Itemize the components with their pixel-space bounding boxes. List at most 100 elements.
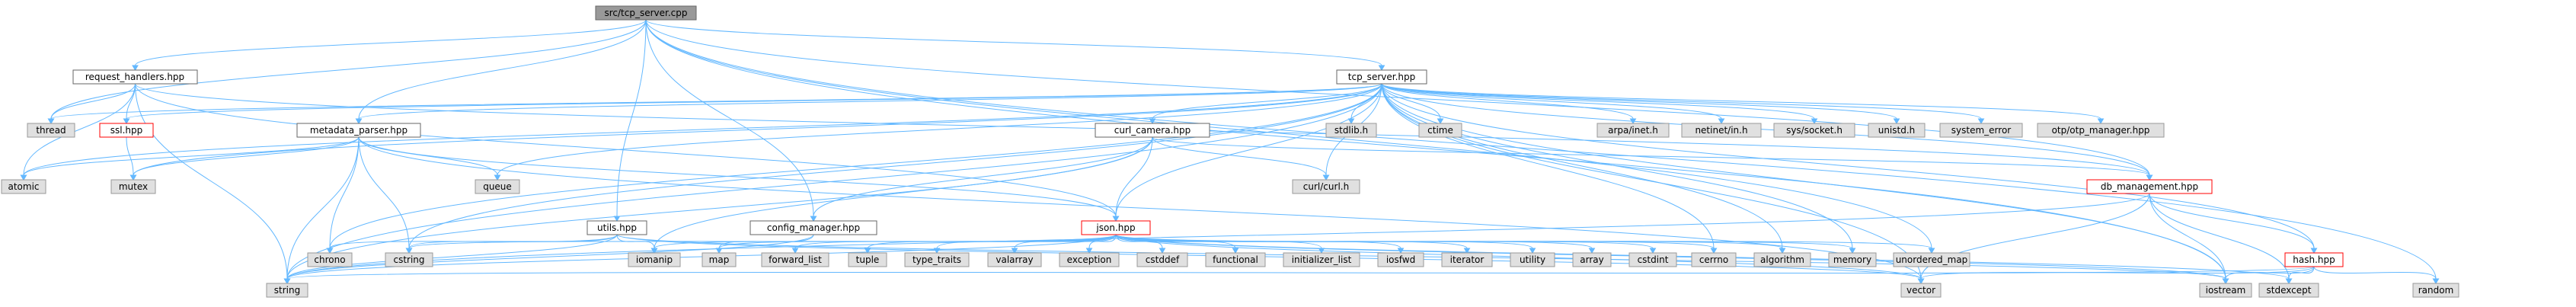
edge-tcp_server_hpp-to-system_error bbox=[1381, 83, 1985, 124]
node-netinet-in-h[interactable]: netinet/in.h bbox=[1681, 123, 1762, 138]
node-mutex[interactable]: mutex bbox=[110, 179, 156, 194]
svg-text:unistd.h: unistd.h bbox=[1878, 125, 1916, 136]
svg-text:tcp_server.hpp: tcp_server.hpp bbox=[1348, 72, 1415, 82]
node-array[interactable]: array bbox=[1572, 252, 1612, 267]
svg-text:iosfwd: iosfwd bbox=[1386, 254, 1415, 265]
node-unistd-h[interactable]: unistd.h bbox=[1868, 123, 1926, 138]
edge-curl_camera_hpp-to-db_management_hpp bbox=[1152, 136, 2153, 181]
svg-text:iostream: iostream bbox=[2206, 285, 2246, 296]
svg-text:arpa/inet.h: arpa/inet.h bbox=[1608, 125, 1658, 136]
edge-tcp_server_hpp-to-ctime bbox=[1381, 83, 1444, 124]
node-tcp-server-cpp[interactable]: src/tcp_server.cpp bbox=[595, 5, 697, 21]
node-utility[interactable]: utility bbox=[1510, 252, 1555, 267]
node-thread[interactable]: thread bbox=[27, 123, 75, 138]
node-chrono[interactable]: chrono bbox=[307, 252, 353, 267]
node-json-hpp[interactable]: json.hpp bbox=[1081, 220, 1151, 235]
svg-text:tuple: tuple bbox=[856, 254, 880, 265]
node-valarray[interactable]: valarray bbox=[987, 252, 1042, 267]
svg-text:queue: queue bbox=[483, 181, 512, 192]
svg-text:type_traits: type_traits bbox=[912, 254, 961, 265]
node-iomanip[interactable]: iomanip bbox=[628, 252, 681, 267]
node-ssl-hpp[interactable]: ssl.hpp bbox=[99, 123, 154, 138]
edge-hash_hpp-to-random bbox=[2313, 266, 2440, 284]
node-metadata-parser-hpp[interactable]: metadata_parser.hpp bbox=[296, 123, 421, 138]
node-iostream[interactable]: iostream bbox=[2199, 283, 2252, 298]
node-config-manager-hpp[interactable]: config_manager.hpp bbox=[749, 220, 877, 235]
svg-text:chrono: chrono bbox=[314, 254, 345, 265]
edge-tcp_server_hpp-to-netinet_in_h bbox=[1381, 83, 1725, 124]
edge-tcp_server_hpp-to-metadata_parser_hpp bbox=[355, 83, 1382, 124]
node-cstring[interactable]: cstring bbox=[385, 252, 433, 267]
node-hash-hpp[interactable]: hash.hpp bbox=[2284, 252, 2344, 267]
svg-text:stdlib.h: stdlib.h bbox=[1334, 125, 1368, 136]
node-random[interactable]: random bbox=[2412, 283, 2459, 298]
svg-text:vector: vector bbox=[1906, 285, 1935, 296]
edge-tcp_server_cpp-to-request_handlers_hpp bbox=[132, 19, 647, 71]
node-initializer-list[interactable]: initializer_list bbox=[1283, 252, 1360, 267]
svg-text:ctime: ctime bbox=[1427, 125, 1453, 136]
svg-text:cerrno: cerrno bbox=[1699, 254, 1728, 265]
node-db-management-hpp[interactable]: db_management.hpp bbox=[2086, 179, 2213, 194]
edge-json_hpp-to-forward_list bbox=[791, 234, 1117, 254]
node-string[interactable]: string bbox=[266, 283, 308, 298]
node-stdexcept[interactable]: stdexcept bbox=[2258, 283, 2319, 298]
svg-text:metadata_parser.hpp: metadata_parser.hpp bbox=[310, 125, 407, 136]
node-utils-hpp[interactable]: utils.hpp bbox=[586, 220, 647, 235]
svg-text:mutex: mutex bbox=[119, 181, 148, 192]
svg-text:exception: exception bbox=[1067, 254, 1112, 265]
node-cstdint[interactable]: cstdint bbox=[1628, 252, 1677, 267]
edge-utils_hpp-to-iomanip bbox=[616, 234, 658, 254]
edge-curl_camera_hpp-to-json_hpp bbox=[1112, 136, 1153, 222]
edge-tcp_server_hpp-to-sys_socket_h bbox=[1381, 83, 1818, 124]
node-stdlib-h[interactable]: stdlib.h bbox=[1325, 123, 1377, 138]
node-iterator[interactable]: iterator bbox=[1441, 252, 1493, 267]
edge-metadata_parser_hpp-to-atomic bbox=[20, 136, 360, 181]
node-cerrno[interactable]: cerrno bbox=[1691, 252, 1737, 267]
node-forward-list[interactable]: forward_list bbox=[761, 252, 829, 267]
edge-tcp_server_hpp-to-otp_manager_hpp bbox=[1381, 83, 2105, 124]
edge-json_hpp-to-unordered_map bbox=[1115, 234, 1935, 254]
node-curl-curl-h[interactable]: curl/curl.h bbox=[1292, 179, 1360, 194]
svg-text:hash.hpp: hash.hpp bbox=[2293, 254, 2335, 265]
node-sys-socket-h[interactable]: sys/socket.h bbox=[1773, 123, 1855, 138]
node-tcp-server-hpp[interactable]: tcp_server.hpp bbox=[1336, 69, 1427, 85]
node-exception[interactable]: exception bbox=[1059, 252, 1120, 267]
node-request-handlers-hpp[interactable]: request_handlers.hpp bbox=[72, 69, 198, 85]
edge-tcp_server_hpp-to-cstring bbox=[405, 83, 1382, 254]
node-memory[interactable]: memory bbox=[1828, 252, 1877, 267]
svg-text:initializer_list: initializer_list bbox=[1292, 254, 1352, 265]
node-iosfwd[interactable]: iosfwd bbox=[1377, 252, 1424, 267]
node-ctime[interactable]: ctime bbox=[1418, 123, 1462, 138]
node-map[interactable]: map bbox=[702, 252, 737, 267]
node-functional[interactable]: functional bbox=[1205, 252, 1266, 267]
svg-text:thread: thread bbox=[36, 125, 66, 136]
edge-metadata_parser_hpp-to-mutex bbox=[129, 136, 360, 181]
node-cstddef[interactable]: cstddef bbox=[1136, 252, 1188, 267]
node-otp-manager-hpp[interactable]: otp/otp_manager.hpp bbox=[2037, 123, 2165, 138]
node-unordered-map[interactable]: unordered_map bbox=[1893, 252, 1970, 267]
svg-text:string: string bbox=[274, 285, 300, 296]
node-arpa-inet-h[interactable]: arpa/inet.h bbox=[1596, 123, 1670, 138]
edge-metadata_parser_hpp-to-queue bbox=[358, 136, 501, 181]
edge-hash_hpp-to-iostream bbox=[2222, 266, 2315, 284]
node-tuple[interactable]: tuple bbox=[848, 252, 887, 267]
edge-hash_hpp-to-string bbox=[283, 266, 2315, 284]
svg-text:utils.hpp: utils.hpp bbox=[597, 222, 637, 233]
svg-text:sys/socket.h: sys/socket.h bbox=[1786, 125, 1843, 136]
node-queue[interactable]: queue bbox=[475, 179, 520, 194]
edge-metadata_parser_hpp-to-cstring bbox=[358, 136, 413, 254]
svg-text:iterator: iterator bbox=[1450, 254, 1485, 265]
edge-request_handlers_hpp-to-string bbox=[135, 83, 291, 284]
edge-request_handlers_hpp-to-thread bbox=[47, 83, 136, 124]
svg-text:forward_list: forward_list bbox=[769, 254, 822, 265]
svg-text:cstddef: cstddef bbox=[1146, 254, 1180, 265]
svg-text:memory: memory bbox=[1833, 254, 1871, 265]
node-vector[interactable]: vector bbox=[1900, 283, 1942, 298]
node-type-traits[interactable]: type_traits bbox=[904, 252, 970, 267]
node-system-error[interactable]: system_error bbox=[1939, 123, 2023, 138]
node-curl-camera-hpp[interactable]: curl_camera.hpp bbox=[1095, 123, 1210, 138]
node-algorithm[interactable]: algorithm bbox=[1753, 252, 1811, 267]
edge-tcp_server_hpp-to-json_hpp bbox=[1112, 83, 1382, 222]
node-atomic[interactable]: atomic bbox=[1, 179, 46, 194]
svg-text:array: array bbox=[1580, 254, 1603, 265]
